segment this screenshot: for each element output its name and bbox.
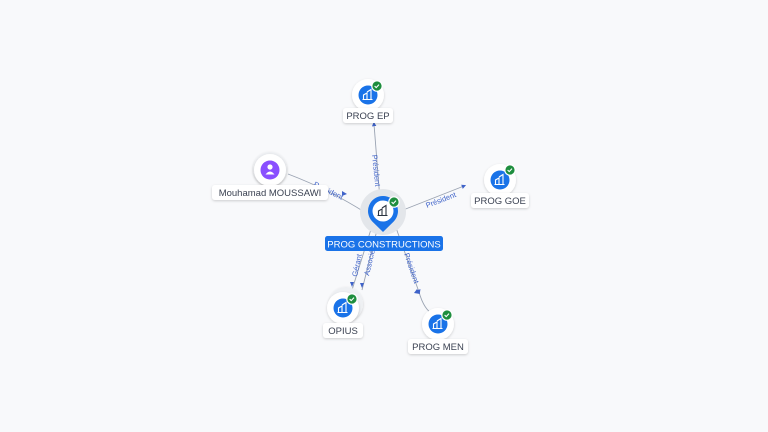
center-pin-inner <box>372 200 394 222</box>
node-prog-men-label: PROG MEN <box>412 342 464 353</box>
center-label: PROG CONSTRUCTIONS <box>327 240 440 251</box>
node-moussawi-badge <box>260 160 280 180</box>
node-center[interactable]: PROG CONSTRUCTIONS <box>325 189 443 251</box>
edge-arrow-opius-associe <box>360 283 364 288</box>
building-icon <box>494 173 505 186</box>
node-prog-ep-label: PROG EP <box>346 111 389 122</box>
edge-arrow-moussawi <box>342 191 347 196</box>
node-opius[interactable]: OPIUS <box>323 287 363 338</box>
center-label-box <box>325 236 443 251</box>
building-icon <box>377 204 388 217</box>
node-prog-men[interactable]: PROG MEN <box>408 308 468 354</box>
edge-arrow-opius-gerant <box>350 282 354 287</box>
node-moussawi[interactable]: Mouhamad MOUSSAWI <box>212 152 328 200</box>
building-icon <box>362 88 373 101</box>
node-prog-goe-label-box <box>471 193 529 208</box>
node-prog-goe[interactable]: PROG GOE <box>471 164 529 208</box>
node-prog-ep[interactable]: PROG EP <box>343 79 393 123</box>
node-prog-ep-label-box <box>343 108 393 123</box>
node-moussawi-label: Mouhamad MOUSSAWI <box>219 188 322 199</box>
person-icon <box>265 164 275 175</box>
building-icon <box>337 301 348 314</box>
node-opius-label: OPIUS <box>328 326 358 337</box>
edge-label-opius-associe: Associé <box>362 249 377 277</box>
node-moussawi-label-box <box>212 185 328 200</box>
node-prog-goe-label: PROG GOE <box>474 196 526 207</box>
building-icon <box>432 317 443 330</box>
edge-prog-goe <box>397 184 467 213</box>
edge-prog-ep <box>371 121 381 201</box>
edge-moussawi <box>287 173 367 214</box>
node-opius-label-box <box>323 323 363 338</box>
node-prog-men-label-box <box>408 339 468 354</box>
edge-label-prog-goe: Président <box>424 190 458 210</box>
edge-arrow-prog-men <box>414 289 420 294</box>
edge-label-prog-ep: Président <box>370 154 382 187</box>
edge-label-prog-men: Président <box>402 252 421 286</box>
